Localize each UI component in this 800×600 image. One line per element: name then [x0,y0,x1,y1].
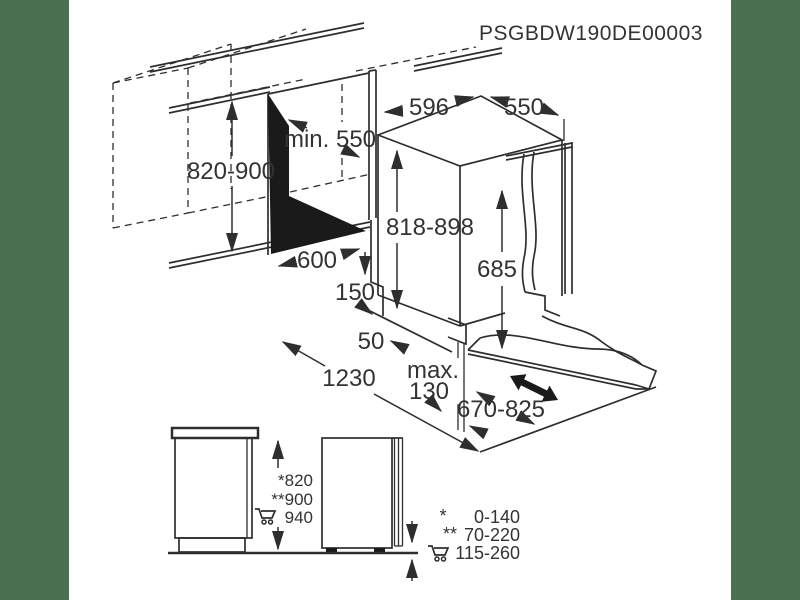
dim-appliance-width: 596 [383,94,475,121]
right-green-matte [731,0,800,600]
shopping-cart-icon [427,545,449,562]
dim-niche-width: 600 [277,247,361,274]
dim-total-clearance: 1230 [281,341,480,452]
dim-appliance-depth: 550 [489,94,565,141]
legend-marker-double-star: ** [443,524,457,544]
svg-text:820-900: 820-900 [187,158,275,185]
svg-text:*820: *820 [278,471,313,490]
legend-value-cart: 115-260 [455,543,520,563]
open-door [457,315,658,453]
dim-top-gap: 50 [358,328,410,355]
plinth-step [370,220,384,316]
svg-text:min. 550: min. 550 [284,126,376,153]
svg-text:130: 130 [409,378,449,405]
svg-text:550: 550 [504,94,544,121]
svg-text:670-825: 670-825 [457,396,545,423]
svg-text:50: 50 [358,328,385,355]
product-code: PSGBDW190DE00003 [479,22,703,45]
svg-text:818-898: 818-898 [386,214,474,241]
svg-text:1230: 1230 [322,365,375,392]
side-view-built-in [321,437,418,581]
installation-perspective-view: 820-900 min. 550 596 550 818-898 685 [112,22,658,453]
svg-text:150: 150 [335,279,375,306]
svg-text:685: 685 [477,256,517,283]
dishwasher-unit [367,95,573,353]
svg-text:**900: **900 [271,490,313,509]
dim-niche-depth: min. 550 [284,119,376,158]
slide-direction-arrow [510,374,558,402]
shopping-cart-icon [254,508,276,525]
legend: * 0-140 ** 70-220 115-260 [427,506,520,563]
legend-value-double-star: 70-220 [464,525,520,545]
svg-text:max.: max. [407,357,459,384]
side-view-freestanding [170,426,260,553]
dim-door-panel-height: 685 [477,189,517,350]
svg-text:600: 600 [297,247,337,274]
side-view-height-labels: *820 **900 940 [254,439,313,551]
decor-panel-wave-2 [531,151,537,291]
niche-cutout [267,69,377,255]
svg-text:596: 596 [409,94,449,121]
dim-plinth-recess: max. 130 [407,357,459,413]
svg-text:940: 940 [285,508,313,527]
adjustable-foot [447,317,467,346]
dim-appliance-height: 818-898 [386,149,474,310]
decor-panel-wave [521,153,527,293]
dim-door-open-depth: 670-825 [457,391,545,440]
dim-plinth-height: 150 [335,252,375,315]
dim-cabinet-height: 820-900 [187,100,275,253]
left-green-matte [0,0,69,600]
legend-marker-star: * [439,506,446,526]
legend-value-star: 0-140 [474,507,520,527]
niche-shadow [268,94,366,254]
